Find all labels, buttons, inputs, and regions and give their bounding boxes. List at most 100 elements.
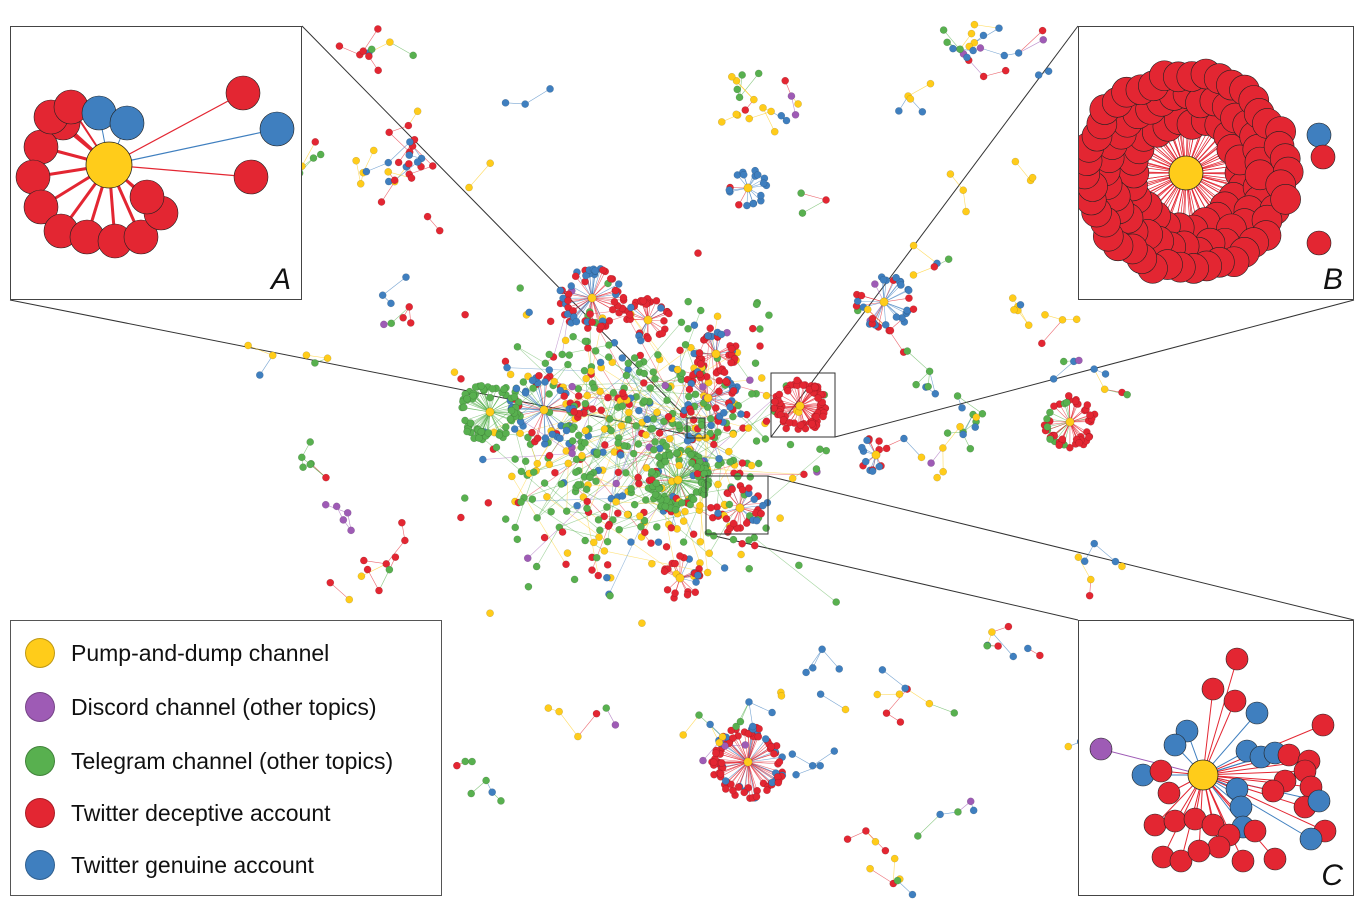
genuine-node bbox=[715, 454, 723, 463]
telegram-node bbox=[581, 439, 589, 447]
deceptive-node bbox=[689, 416, 698, 424]
edge bbox=[591, 297, 624, 301]
deceptive-node bbox=[752, 792, 761, 801]
telegram-node bbox=[482, 776, 490, 785]
genuine-node bbox=[1034, 71, 1043, 79]
deceptive-node bbox=[391, 553, 400, 561]
inset-c: C bbox=[1078, 620, 1354, 896]
edge bbox=[1094, 543, 1116, 562]
genuine-node bbox=[936, 810, 944, 819]
deceptive-node bbox=[756, 342, 764, 350]
edge bbox=[330, 582, 350, 600]
deceptive-node bbox=[740, 788, 749, 797]
pump-node bbox=[873, 690, 882, 699]
edge bbox=[339, 45, 360, 56]
edge bbox=[747, 743, 770, 763]
telegram-node bbox=[459, 403, 468, 412]
telegram-dot-icon bbox=[25, 746, 55, 776]
edge bbox=[913, 266, 935, 276]
deceptive-node bbox=[399, 313, 407, 322]
hub-pump-node bbox=[539, 405, 549, 415]
telegram-node bbox=[622, 469, 630, 477]
deceptive-node bbox=[712, 749, 720, 757]
genuine-node bbox=[1009, 652, 1018, 661]
deceptive-node bbox=[727, 726, 735, 735]
telegram-node bbox=[501, 515, 510, 523]
deceptive-node bbox=[822, 196, 830, 204]
telegram-node bbox=[477, 382, 486, 390]
genuine-node bbox=[818, 645, 826, 654]
pump-node bbox=[555, 707, 563, 716]
edge bbox=[578, 412, 658, 436]
inset-nodes bbox=[1069, 58, 1336, 284]
deceptive-node bbox=[583, 497, 592, 506]
telegram-node bbox=[812, 465, 821, 473]
deceptive-node bbox=[233, 159, 269, 195]
deceptive-node bbox=[729, 734, 737, 743]
pump-node bbox=[939, 444, 947, 452]
deceptive-node bbox=[707, 503, 715, 512]
deceptive-node bbox=[757, 509, 765, 518]
genuine-node bbox=[918, 107, 927, 116]
discord-node bbox=[661, 381, 670, 390]
telegram-node bbox=[649, 415, 658, 423]
hub-pump-node bbox=[795, 401, 805, 411]
genuine-node bbox=[958, 404, 966, 412]
telegram-node bbox=[746, 473, 755, 481]
telegram-node bbox=[950, 709, 959, 717]
pump-node bbox=[563, 549, 572, 557]
edge bbox=[367, 569, 380, 591]
telegram-node bbox=[798, 209, 807, 217]
pump-node bbox=[718, 733, 727, 741]
edge bbox=[747, 756, 783, 763]
edge bbox=[754, 537, 837, 603]
edge bbox=[537, 371, 592, 464]
deceptive-node bbox=[1223, 689, 1247, 713]
deceptive-node bbox=[715, 387, 723, 396]
connector-line bbox=[301, 25, 688, 419]
deceptive-node bbox=[1085, 591, 1094, 600]
pump-node bbox=[352, 156, 360, 165]
edge bbox=[523, 381, 545, 411]
telegram-node bbox=[618, 402, 627, 411]
genuine-node bbox=[694, 571, 702, 580]
deceptive-node bbox=[930, 263, 939, 271]
edge bbox=[475, 386, 491, 413]
telegram-node bbox=[1062, 398, 1071, 407]
deceptive-node bbox=[696, 370, 704, 379]
deceptive-node bbox=[394, 158, 403, 167]
deceptive-node bbox=[1064, 392, 1073, 400]
deceptive-node bbox=[1004, 622, 1013, 631]
discord-node bbox=[966, 797, 975, 806]
deceptive-node bbox=[994, 642, 1002, 650]
telegram-node bbox=[752, 300, 761, 309]
discord-node bbox=[523, 554, 532, 563]
genuine-node bbox=[878, 666, 887, 674]
pump-node bbox=[863, 305, 872, 314]
discord-node bbox=[321, 500, 330, 509]
deceptive-node bbox=[610, 297, 619, 306]
deceptive-node bbox=[23, 189, 59, 225]
telegram-node bbox=[516, 284, 524, 292]
pump-node bbox=[767, 107, 775, 116]
discord-node bbox=[343, 509, 352, 517]
pump-node bbox=[866, 864, 874, 873]
deceptive-node bbox=[588, 405, 597, 413]
telegram-node bbox=[745, 564, 754, 573]
pump-node bbox=[727, 72, 736, 81]
deceptive-node bbox=[660, 567, 669, 576]
edge bbox=[883, 297, 910, 303]
pump-node bbox=[747, 461, 756, 470]
pump-node bbox=[696, 538, 705, 546]
deceptive-node bbox=[608, 305, 617, 314]
edge bbox=[1078, 557, 1092, 580]
discord-node bbox=[927, 459, 935, 467]
genuine-node bbox=[995, 24, 1003, 32]
pump-node bbox=[1072, 315, 1081, 324]
discord-node bbox=[976, 44, 985, 52]
edge bbox=[489, 401, 519, 413]
deceptive-node bbox=[655, 429, 664, 437]
telegram-node bbox=[507, 406, 516, 415]
telegram-node bbox=[635, 360, 643, 368]
edge bbox=[682, 714, 700, 736]
